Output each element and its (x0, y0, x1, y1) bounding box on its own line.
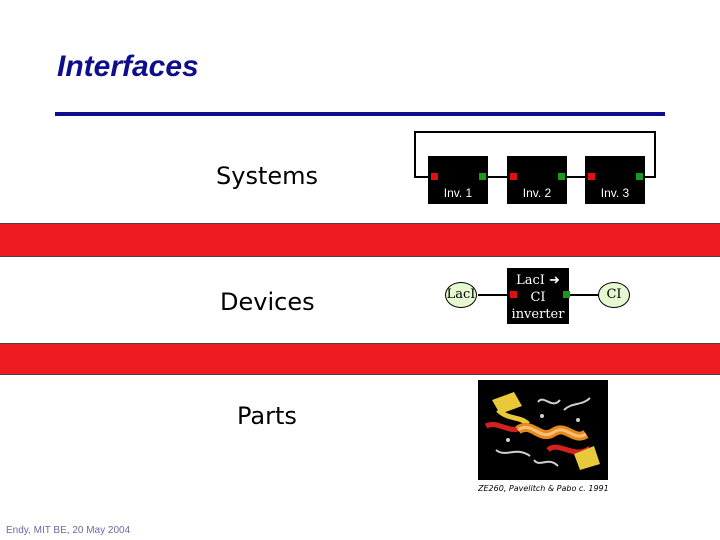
laci-ci-inverter-device: LacI ➜ CI inverter (507, 268, 569, 324)
interface-band-devices-parts (0, 343, 720, 375)
device-input-port (510, 291, 517, 298)
feedback-wire-top (414, 131, 656, 133)
slide-title: Interfaces (57, 50, 199, 83)
slide-footer: Endy, MIT BE, 20 May 2004 (6, 525, 131, 536)
protein-ribbon-icon (478, 380, 608, 480)
inverter-3: Inv. 3 (585, 156, 645, 204)
inverter-1: Inv. 1 (428, 156, 488, 204)
layer-label-parts: Parts (237, 402, 297, 430)
image-caption: ZE260, Pavelitch & Pabo c. 1991 (478, 484, 609, 493)
protein-structure-image (478, 380, 608, 480)
feedback-wire-right (654, 131, 656, 177)
wire-inv1-inv2 (484, 176, 511, 178)
protein-laci-input: LacI (445, 282, 477, 308)
arrow-right-icon: ➜ (549, 273, 560, 288)
device-label-line2: CI (530, 290, 546, 305)
title-underline (55, 112, 665, 116)
device-label-line3: inverter (511, 307, 565, 322)
feedback-wire-right-stub (641, 176, 656, 178)
feedback-wire-left-stub (414, 176, 429, 178)
device-label-line1: LacI ➜ (516, 273, 560, 288)
inverter-1-input-port (431, 173, 438, 180)
feedback-wire-left (414, 131, 416, 177)
wire-device-to-ci (566, 294, 599, 296)
protein-ci-output: CI (598, 282, 630, 308)
inverter-2: Inv. 2 (507, 156, 567, 204)
wire-laci-to-device (478, 294, 512, 296)
inverter-2-input-port (510, 173, 517, 180)
wire-inv2-inv3 (563, 176, 589, 178)
inverter-3-output-port (636, 173, 643, 180)
device-output-port (563, 291, 570, 298)
inverter-2-output-port (558, 173, 565, 180)
inverter-1-output-port (479, 173, 486, 180)
inverter-3-input-port (588, 173, 595, 180)
interface-band-systems-devices (0, 223, 720, 257)
layer-label-systems: Systems (216, 162, 318, 190)
layer-label-devices: Devices (220, 288, 315, 316)
